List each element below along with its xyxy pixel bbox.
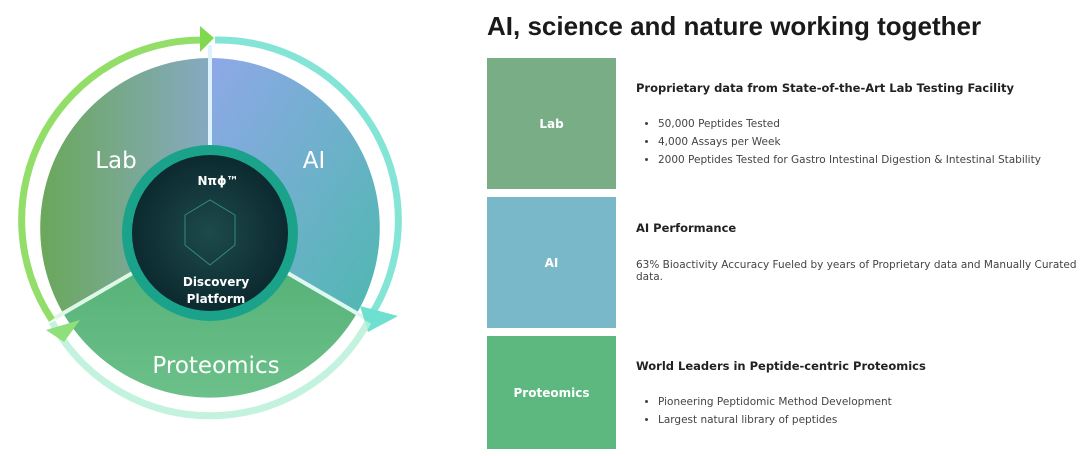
row-heading: AI Performance xyxy=(636,221,737,235)
center-label-line2: Platform xyxy=(187,292,246,306)
row-heading: Proprietary data from State-of-the-Art L… xyxy=(636,81,1015,95)
row-label-text: Lab xyxy=(539,116,564,131)
row-label-lab: Lab xyxy=(487,58,616,189)
list-item: 2000 Peptides Tested for Gastro Intestin… xyxy=(658,151,1041,169)
arrow-ai-to-proteomics xyxy=(214,36,402,322)
bullet-list: Pioneering Peptidomic Method Development… xyxy=(636,393,926,429)
row-label-proteomics: Proteomics xyxy=(487,336,616,449)
row-description-ai: AI Performance 63% Bioactivity Accuracy … xyxy=(636,221,1080,283)
row-description-lab: Proprietary data from State-of-the-Art L… xyxy=(636,81,1041,169)
row-heading: World Leaders in Peptide-centric Proteom… xyxy=(636,359,926,373)
list-item: 50,000 Peptides Tested xyxy=(658,115,1041,133)
list-item: 4,000 Assays per Week xyxy=(658,133,1041,151)
center-logo: Nπϕ™ xyxy=(197,174,238,188)
arrow-head-icon xyxy=(46,320,80,342)
discovery-platform-core xyxy=(132,155,288,311)
segment-label-ai: AI xyxy=(303,148,326,174)
platform-cycle-diagram: Lab AI Proteomics Nπϕ™ Discovery Platfor… xyxy=(18,26,402,420)
row-label-text: Proteomics xyxy=(513,385,590,400)
row-label-text: AI xyxy=(544,255,559,270)
segment-label-proteomics: Proteomics xyxy=(152,353,279,379)
center-label-line1: Discovery xyxy=(183,275,249,289)
list-item: Largest natural library of peptides xyxy=(658,411,926,429)
segment-label-lab: Lab xyxy=(95,148,137,174)
row-text: 63% Bioactivity Accuracy Fueled by years… xyxy=(636,259,1077,283)
page-title: AI, science and nature working together xyxy=(487,11,982,41)
arrow-proteomics-to-lab xyxy=(48,320,372,420)
list-item: Pioneering Peptidomic Method Development xyxy=(658,393,926,411)
row-label-ai: AI xyxy=(487,197,616,328)
arrow-lab-to-ai xyxy=(18,36,206,322)
arrow-head-icon xyxy=(200,26,214,52)
row-description-proteomics: World Leaders in Peptide-centric Proteom… xyxy=(636,359,926,429)
bullet-list: 50,000 Peptides Tested 4,000 Assays per … xyxy=(636,115,1041,169)
